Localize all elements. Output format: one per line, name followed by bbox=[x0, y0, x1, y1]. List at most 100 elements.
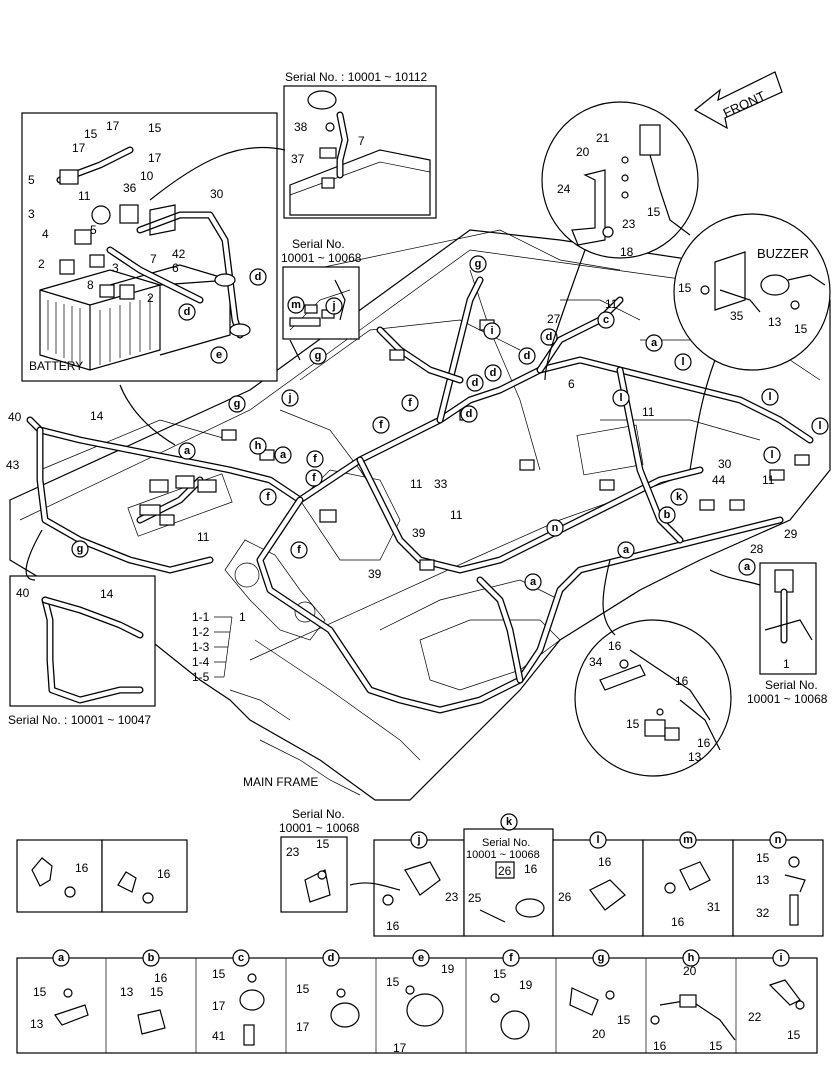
battery-label: BATTERY bbox=[29, 359, 83, 373]
svg-text:f: f bbox=[297, 544, 301, 556]
svg-text:f: f bbox=[266, 491, 270, 503]
svg-text:j: j bbox=[331, 300, 335, 312]
svg-text:11: 11 bbox=[78, 189, 91, 203]
svg-text:17: 17 bbox=[296, 1020, 310, 1034]
svg-text:b: b bbox=[148, 952, 155, 964]
svg-text:11: 11 bbox=[197, 530, 210, 544]
svg-text:15: 15 bbox=[386, 975, 400, 989]
callout-l: l bbox=[761, 388, 779, 406]
callout-f: f bbox=[259, 488, 277, 506]
svg-text:15: 15 bbox=[316, 837, 330, 851]
svg-text:15: 15 bbox=[296, 982, 310, 996]
svg-text:k: k bbox=[676, 491, 683, 503]
svg-text:1-1: 1-1 bbox=[192, 610, 210, 624]
svg-text:7: 7 bbox=[358, 134, 365, 148]
svg-text:15: 15 bbox=[709, 1039, 723, 1053]
svg-text:a: a bbox=[651, 337, 658, 349]
callout-f: f bbox=[305, 469, 323, 487]
svg-text:23: 23 bbox=[622, 217, 636, 231]
callout-f: f bbox=[290, 541, 308, 559]
svg-text:f: f bbox=[509, 952, 513, 964]
svg-text:d: d bbox=[546, 331, 553, 343]
callout-l: l bbox=[811, 417, 829, 435]
svg-text:16: 16 bbox=[653, 1039, 667, 1053]
svg-text:1: 1 bbox=[783, 657, 790, 671]
svg-text:i: i bbox=[779, 952, 782, 964]
svg-text:g: g bbox=[475, 258, 482, 270]
serial-right-label-1: Serial No. bbox=[765, 678, 818, 692]
svg-text:31: 31 bbox=[707, 900, 721, 914]
svg-text:m: m bbox=[291, 299, 301, 311]
svg-text:41: 41 bbox=[212, 1029, 226, 1043]
callout-a: a bbox=[274, 446, 292, 464]
svg-text:11: 11 bbox=[642, 405, 655, 419]
callout-h: h bbox=[249, 437, 267, 455]
svg-text:c: c bbox=[603, 314, 609, 326]
front-arrow bbox=[693, 71, 783, 130]
svg-text:10001 ~ 10068: 10001 ~ 10068 bbox=[466, 849, 540, 861]
svg-text:15: 15 bbox=[756, 851, 770, 865]
svg-text:21: 21 bbox=[596, 131, 610, 145]
callout-a: a bbox=[524, 573, 542, 591]
inset-leaders bbox=[25, 146, 761, 891]
svg-text:l: l bbox=[681, 356, 684, 368]
serial-left-label-2: 10001 ~ 10068 bbox=[281, 251, 362, 265]
serial-top-label: Serial No. : 10001 ~ 10112 bbox=[285, 70, 428, 84]
front-label: FRONT bbox=[721, 88, 768, 121]
callout-d: d bbox=[178, 303, 196, 321]
svg-text:4: 4 bbox=[42, 227, 49, 241]
callout-g: g bbox=[309, 347, 327, 365]
svg-text:23: 23 bbox=[445, 890, 459, 904]
svg-text:42: 42 bbox=[172, 247, 186, 261]
svg-text:d: d bbox=[255, 271, 262, 283]
svg-text:i: i bbox=[490, 325, 493, 337]
svg-text:10: 10 bbox=[140, 169, 154, 183]
svg-text:c: c bbox=[238, 952, 244, 964]
callout-a: a bbox=[178, 442, 196, 460]
svg-text:13: 13 bbox=[768, 315, 782, 329]
svg-text:16: 16 bbox=[671, 915, 685, 929]
svg-text:j: j bbox=[287, 392, 291, 404]
svg-text:e: e bbox=[216, 349, 222, 361]
left-part-numbers: 40 14 43 bbox=[6, 409, 104, 472]
svg-text:l: l bbox=[768, 391, 771, 403]
svg-text:g: g bbox=[77, 543, 84, 555]
svg-text:d: d bbox=[184, 306, 191, 318]
svg-text:10001 ~ 10068: 10001 ~ 10068 bbox=[279, 821, 360, 835]
callout-l: l bbox=[612, 389, 630, 407]
callout-a: a bbox=[645, 334, 663, 352]
svg-text:5: 5 bbox=[90, 223, 97, 237]
svg-text:17: 17 bbox=[72, 141, 86, 155]
svg-text:32: 32 bbox=[756, 906, 770, 920]
callout-m: m bbox=[287, 296, 305, 314]
svg-text:11: 11 bbox=[410, 477, 423, 491]
svg-text:1-4: 1-4 bbox=[192, 655, 210, 669]
callout-e: e bbox=[210, 346, 228, 364]
svg-text:39: 39 bbox=[412, 526, 426, 540]
svg-text:40: 40 bbox=[8, 410, 22, 424]
svg-text:a: a bbox=[184, 445, 191, 457]
svg-text:h: h bbox=[255, 440, 262, 452]
callout-g: g bbox=[469, 255, 487, 273]
svg-text:d: d bbox=[524, 350, 531, 362]
svg-text:16: 16 bbox=[386, 919, 400, 933]
callout-c: c bbox=[597, 311, 615, 329]
svg-text:13: 13 bbox=[120, 985, 134, 999]
center-part-numbers: 27 11 6 11 11 33 11 39 39 30 44 11 29 28… bbox=[197, 297, 798, 581]
svg-text:16: 16 bbox=[608, 639, 622, 653]
svg-text:33: 33 bbox=[434, 477, 448, 491]
callout-a: a bbox=[617, 541, 635, 559]
svg-text:43: 43 bbox=[6, 458, 20, 472]
svg-text:15: 15 bbox=[212, 967, 226, 981]
callout-n: n bbox=[546, 519, 564, 537]
svg-text:8: 8 bbox=[87, 278, 94, 292]
svg-text:2: 2 bbox=[38, 257, 45, 271]
svg-text:g: g bbox=[598, 952, 605, 964]
svg-text:16: 16 bbox=[154, 971, 168, 985]
svg-text:39: 39 bbox=[368, 567, 382, 581]
svg-text:14: 14 bbox=[100, 587, 114, 601]
svg-text:15: 15 bbox=[617, 1013, 631, 1027]
callout-d: d bbox=[249, 268, 267, 286]
svg-text:16: 16 bbox=[524, 862, 538, 876]
svg-text:Serial No.: Serial No. bbox=[292, 807, 345, 821]
